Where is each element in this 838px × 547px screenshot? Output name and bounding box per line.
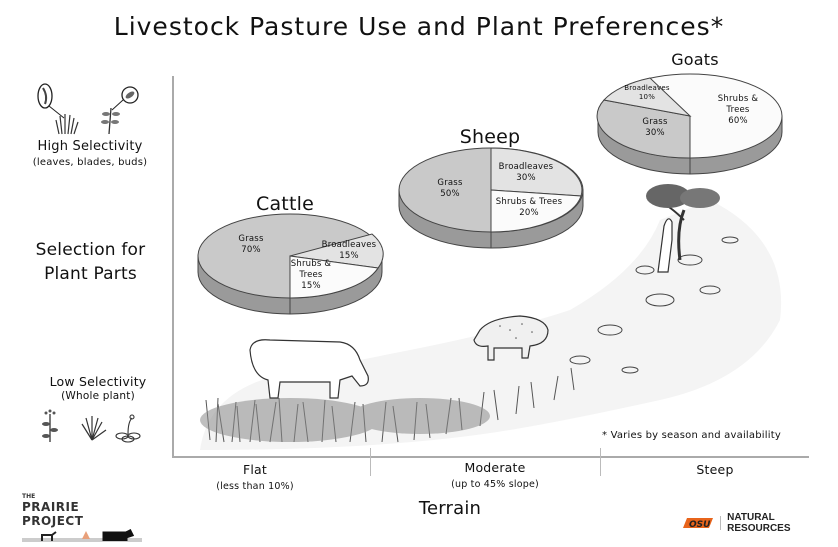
sheep-icon xyxy=(473,315,549,361)
svg-text:OSU: OSU xyxy=(689,520,711,529)
osu-natural-resources-logo: OSU NATURAL RESOURCES xyxy=(681,512,838,534)
goats-pie-chart xyxy=(596,73,783,175)
osu-brand-icon: OSU xyxy=(683,518,713,529)
cattle-pie-title: Cattle xyxy=(256,193,314,215)
x-axis-divider xyxy=(370,448,371,476)
x-category-flat-sub: (less than 10%) xyxy=(216,481,294,492)
slice-name: Broadleaves xyxy=(321,240,377,250)
tree-icon xyxy=(646,184,720,261)
cattle-shrubs-label: Shrubs & Trees 15% xyxy=(288,259,334,292)
y-axis-line xyxy=(172,76,174,458)
pasture-landscape-illustration xyxy=(200,184,782,450)
x-category-flat: Flat xyxy=(242,462,268,477)
slice-percent: 15% xyxy=(339,251,359,261)
x-category-steep: Steep xyxy=(696,462,734,477)
low-selectivity-plants-icon xyxy=(42,409,141,443)
slice-name: Trees xyxy=(299,270,323,280)
footnote: * Varies by season and availability xyxy=(602,430,781,441)
slice-percent: 70% xyxy=(241,245,261,255)
slice-percent: 30% xyxy=(645,128,665,138)
slice-name: Broadleaves xyxy=(624,84,670,92)
sheep-grass-label: Grass 50% xyxy=(425,178,475,200)
logo-small-text: THE xyxy=(22,493,36,500)
slice-percent: 20% xyxy=(519,208,539,218)
low-selectivity-sublabel: (Whole plant) xyxy=(61,390,135,402)
slice-percent: 10% xyxy=(638,93,656,101)
y-axis-label-line1: Selection for xyxy=(35,240,146,260)
goats-broadleaves-label: Broadleaves 10% xyxy=(622,84,672,102)
x-axis-divider xyxy=(600,448,601,476)
x-axis-line xyxy=(172,456,809,458)
slice-name: Broadleaves xyxy=(498,162,554,172)
goats-grass-label: Grass 30% xyxy=(632,117,678,139)
slice-name: Grass xyxy=(238,234,264,244)
cattle-grass-label: Grass 70% xyxy=(226,234,276,256)
x-category-moderate: Moderate xyxy=(464,460,526,475)
high-selectivity-plants-icon xyxy=(37,83,139,135)
cattle-icon xyxy=(249,339,369,399)
sheep-pie-title: Sheep xyxy=(459,126,521,148)
slice-name: Shrubs & Trees xyxy=(495,197,563,207)
high-selectivity-label: High Selectivity xyxy=(37,139,143,154)
prairie-project-logo: THE PRAIRIE PROJECT xyxy=(22,493,142,547)
high-selectivity-sublabel: (leaves, blades, buds) xyxy=(32,157,148,168)
chart-title: Livestock Pasture Use and Plant Preferen… xyxy=(113,12,725,41)
goats-shrubs-label: Shrubs & Trees 60% xyxy=(710,94,766,127)
logo-divider xyxy=(720,516,722,530)
x-category-moderate-sub: (up to 45% slope) xyxy=(451,479,539,490)
sheep-broadleaves-label: Broadleaves 30% xyxy=(494,162,558,184)
sheep-pie-chart xyxy=(398,147,584,249)
logo-main-text: PRAIRIE PROJECT xyxy=(22,500,84,528)
osu-logo-text: NATURAL RESOURCES xyxy=(727,512,791,534)
slice-name: Grass xyxy=(642,117,668,127)
low-selectivity-label: Low Selectivity xyxy=(49,374,147,389)
x-axis-label: Terrain xyxy=(418,498,482,519)
slice-percent: 50% xyxy=(440,189,460,199)
goat-icon xyxy=(657,218,673,273)
slice-name: Grass xyxy=(437,178,463,188)
y-axis-label-line2: Plant Parts xyxy=(44,264,137,284)
slice-percent: 30% xyxy=(516,173,536,183)
cattle-pie-chart xyxy=(197,213,384,315)
slice-percent: 15% xyxy=(301,281,321,291)
sheep-shrubs-label: Shrubs & Trees 20% xyxy=(486,197,572,219)
slice-name: Shrubs & xyxy=(717,94,759,104)
slice-name: Shrubs & xyxy=(290,259,332,269)
cattle-broadleaves-label: Broadleaves 15% xyxy=(318,240,380,262)
goats-pie-title: Goats xyxy=(671,50,719,69)
slice-name: Trees xyxy=(726,105,750,115)
prairie-animals-icon xyxy=(22,528,142,542)
slice-percent: 60% xyxy=(728,116,748,126)
